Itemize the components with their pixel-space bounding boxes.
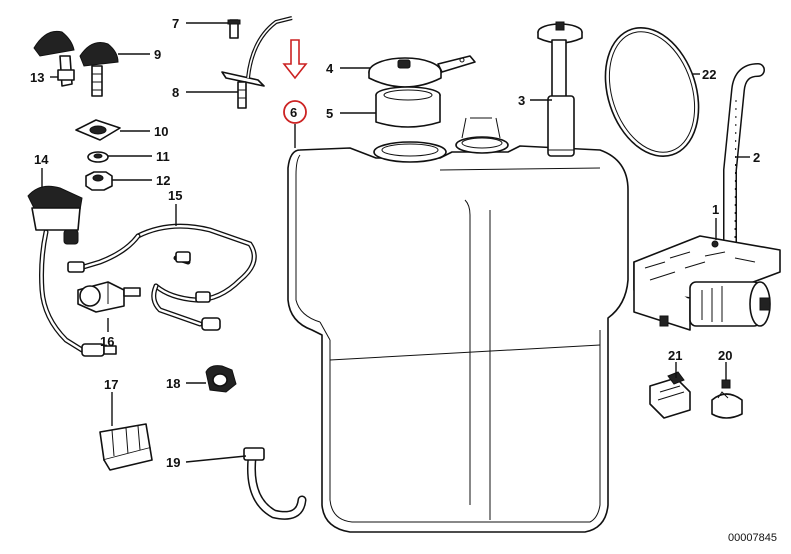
callout-2: 2: [753, 150, 760, 165]
diagram-code: 00007845: [728, 532, 777, 544]
highlight-marker: [282, 39, 308, 148]
callout-11: 11: [156, 149, 170, 164]
callout-18: 18: [166, 376, 180, 391]
nozzle-14: [27, 185, 117, 357]
reservoir-tank: [287, 117, 629, 533]
level-sensor: [537, 21, 583, 157]
callout-4: 4: [326, 61, 334, 76]
gasket-plate-10: [75, 119, 121, 141]
callout-16: 16: [100, 334, 114, 349]
callout-8: 8: [172, 85, 179, 100]
callout-6: 6: [290, 105, 297, 120]
callout-15: 15: [168, 188, 182, 203]
callout-5: 5: [326, 106, 333, 121]
leader-lines: [41, 22, 750, 463]
callout-12: 12: [156, 173, 170, 188]
callout-7: 7: [172, 16, 179, 31]
callout-20: 20: [718, 348, 732, 363]
down-arrow-icon: [282, 39, 308, 80]
callout-1: 1: [712, 202, 719, 217]
callout-19: 19: [166, 455, 180, 470]
nozzle-9: [79, 42, 119, 97]
callout-13: 13: [30, 70, 44, 85]
callout-9: 9: [154, 47, 161, 62]
callout-14: 14: [34, 152, 49, 167]
filler-ring: [375, 86, 441, 128]
washer-11: [87, 151, 109, 163]
gasket-ring: [604, 26, 700, 158]
strap-19: [243, 447, 307, 520]
callout-labels: 1 2 3 4 5 6 7 8 9 10 11 12 13 14 15 16 1…: [30, 16, 760, 470]
valve-16: [77, 281, 141, 313]
callout-10: 10: [154, 124, 168, 139]
holder-21: [649, 371, 691, 419]
callout-3: 3: [518, 93, 525, 108]
reservoir-cap: [368, 55, 476, 88]
nozzle-13: [33, 30, 75, 87]
highlight-circle: [283, 100, 307, 124]
callout-22: 22: [702, 67, 716, 82]
hose: [723, 63, 765, 255]
callout-21: 21: [668, 348, 682, 363]
grommet-18: [205, 365, 237, 393]
washer-pump: [633, 235, 781, 331]
wiring-harness-15: [67, 223, 257, 331]
bracket-8: [221, 16, 293, 109]
holder-17: [99, 423, 153, 471]
callout-17: 17: [104, 377, 118, 392]
nut-12: [85, 171, 113, 191]
clip-20: [711, 379, 743, 419]
